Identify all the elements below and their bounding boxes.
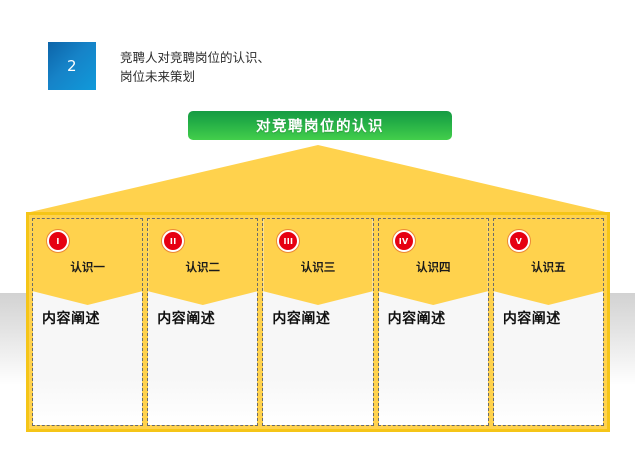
column-content-text: 内容阐述 [157, 311, 216, 327]
column-content-text: 内容阐述 [272, 311, 331, 327]
title-banner-text: 对竞聘岗位的认识 [256, 119, 384, 135]
section-heading-text: 竞聘人对竞聘岗位的认识、 岗位未来策划 [120, 50, 271, 85]
column-badge: II [162, 230, 185, 252]
pillar-column-5[interactable]: V 认识五 内容阐述 [492, 218, 605, 426]
pillar-column-1[interactable]: I 认识一 内容阐述 [32, 218, 144, 426]
column-badge: V [507, 230, 530, 252]
column-badge: I [47, 230, 69, 252]
roof-triangle-icon [26, 145, 610, 215]
pillar-column-3[interactable]: III 认识三 内容阐述 [262, 218, 374, 426]
column-title: 认识五 [531, 260, 566, 274]
section-number-chip: 2 [48, 42, 96, 90]
column-title: 认识四 [415, 260, 451, 274]
section-header: 2 竞聘人对竞聘岗位的认识、 岗位未来策划 [48, 42, 270, 90]
column-title: 认识一 [70, 260, 105, 274]
column-content-text: 内容阐述 [502, 311, 561, 327]
section-number-text: 2 [66, 57, 78, 75]
pillar-column-4[interactable]: IV 认识四 内容阐述 [377, 218, 489, 426]
pillar-column-2[interactable]: II 认识二 内容阐述 [147, 218, 259, 426]
pillars-frame: I 认识一 内容阐述 II 认识二 内容阐述 III 认识三 内容阐述 IV 认… [26, 212, 610, 432]
column-badge: IV [392, 230, 415, 252]
title-banner: 对竞聘岗位的认识 [188, 111, 452, 140]
column-title: 认识二 [185, 260, 221, 274]
column-title: 认识三 [300, 260, 336, 274]
column-content-text: 内容阐述 [387, 311, 446, 327]
column-content-text: 内容阐述 [42, 311, 100, 327]
column-badge: III [277, 230, 300, 252]
